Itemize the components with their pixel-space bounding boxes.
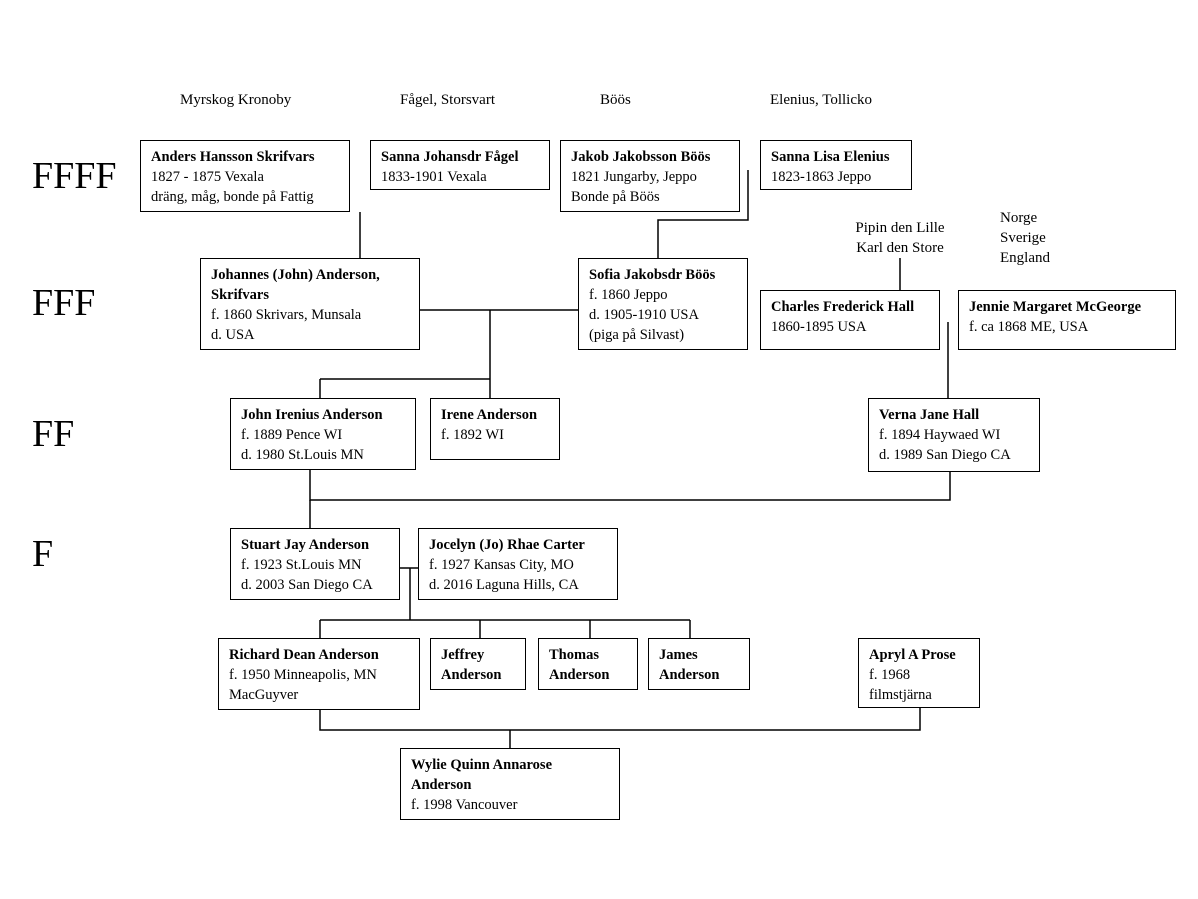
person-detail: (piga på Silvast): [589, 327, 685, 343]
person-box-jennie: Jennie Margaret McGeorge f. ca 1868 ME, U…: [958, 290, 1176, 350]
person-name: Stuart Jay Anderson: [241, 537, 370, 553]
person-name: Jeffrey Anderson: [441, 647, 502, 683]
origin-label: Myrskog Kronoby: [180, 92, 292, 108]
person-name: Sanna Johansdr Fågel: [381, 149, 519, 165]
note-line: Pipin den Lille: [855, 220, 945, 236]
note-line: Karl den Store: [856, 240, 944, 256]
generation-label: FFF: [32, 282, 96, 324]
person-box-jocelyn: Jocelyn (Jo) Rhae Carter f. 1927 Kansas C…: [418, 528, 618, 600]
person-detail: d. 2016 Laguna Hills, CA: [429, 577, 579, 593]
origin-label: Elenius, Tollicko: [770, 92, 872, 108]
person-detail: 1821 Jungarby, Jeppo: [571, 169, 697, 185]
person-box-richard: Richard Dean Anderson f. 1950 Minneapolis…: [218, 638, 420, 710]
note-line: Norge: [1000, 210, 1038, 226]
person-name: Sanna Lisa Elenius: [771, 149, 890, 165]
generation-label: FFFF: [32, 155, 117, 197]
person-name: Anders Hansson Skrifvars: [151, 149, 315, 165]
person-box-james: James Anderson: [648, 638, 750, 690]
connector-jakob-sanna-to-sofia: [657, 170, 749, 258]
person-detail: d. 1980 St.Louis MN: [241, 447, 364, 463]
person-box-charles: Charles Frederick Hall 1860-1895 USA: [760, 290, 940, 350]
person-detail: 1827 - 1875 Vexala: [151, 169, 264, 185]
person-detail: 1833-1901 Vexala: [381, 169, 487, 185]
person-detail: Bonde på Böös: [571, 189, 660, 205]
person-name: Jennie Margaret McGeorge: [969, 299, 1142, 315]
person-name: Jocelyn (Jo) Rhae Carter: [429, 537, 585, 553]
person-detail: f. 1860 Jeppo: [589, 287, 668, 303]
person-detail: dräng, måg, bonde på Fattig: [151, 189, 314, 205]
connector-johannes-sofia-to-children: [319, 310, 491, 398]
person-box-wylie: Wylie Quinn Annarose Anderson f. 1998 Van…: [400, 748, 620, 820]
person-box-jeffrey: Jeffrey Anderson: [430, 638, 526, 690]
person-detail: d. USA: [211, 327, 255, 343]
note-line: England: [1000, 250, 1050, 266]
person-detail: f. 1860 Skrivars, Munsala: [211, 307, 362, 323]
person-box-john-i: John Irenius Anderson f. 1889 Pence WI d. …: [230, 398, 416, 470]
person-detail: f. 1927 Kansas City, MO: [429, 557, 574, 573]
person-name: Apryl A Prose: [869, 647, 956, 663]
person-detail: d. 1989 San Diego CA: [879, 447, 1011, 463]
connector-john-verna: [309, 462, 951, 501]
countries-note: Norge Sverige England: [1000, 208, 1050, 268]
origin-label: Böös: [600, 92, 631, 108]
person-detail: f. 1923 St.Louis MN: [241, 557, 362, 573]
person-box-irene: Irene Anderson f. 1892 WI: [430, 398, 560, 460]
person-detail: d. 2003 San Diego CA: [241, 577, 373, 593]
person-detail: MacGuyver: [229, 687, 299, 703]
person-name: John Irenius Anderson: [241, 407, 383, 423]
origin-label: Fågel, Storsvart: [400, 92, 495, 108]
person-box-thomas: Thomas Anderson: [538, 638, 638, 690]
person-box-johannes: Johannes (John) Anderson, Skrifvars f. 18…: [200, 258, 420, 350]
person-name: James Anderson: [659, 647, 720, 683]
person-name: Richard Dean Anderson: [229, 647, 379, 663]
connector-stuart-jocelyn-to-children: [319, 568, 691, 638]
person-name: Johannes (John) Anderson, Skrifvars: [211, 267, 380, 303]
person-detail: f. 1968: [869, 667, 911, 683]
person-detail: 1823-1863 Jeppo: [771, 169, 872, 185]
person-box-anders: Anders Hansson Skrifvars 1827 - 1875 Vexa…: [140, 140, 350, 212]
person-name: Wylie Quinn Annarose Anderson: [411, 757, 553, 793]
person-name: Thomas Anderson: [549, 647, 610, 683]
person-name: Jakob Jakobsson Böös: [571, 149, 711, 165]
person-detail: 1860-1895 USA: [771, 319, 867, 335]
royals-note: Pipin den Lille Karl den Store: [855, 218, 945, 258]
person-box-sofia: Sofia Jakobsdr Böös f. 1860 Jeppo d. 1905-…: [578, 258, 748, 350]
person-detail: d. 1905-1910 USA: [589, 307, 699, 323]
person-box-apryl: Apryl A Prose f. 1968 filmstjärna: [858, 638, 980, 708]
person-detail: f. 1889 Pence WI: [241, 427, 343, 443]
person-box-sanna-e: Sanna Lisa Elenius 1823-1863 Jeppo: [760, 140, 912, 190]
person-detail: filmstjärna: [869, 687, 932, 703]
generation-label: FF: [32, 413, 75, 455]
person-detail: f. 1892 WI: [441, 427, 504, 443]
person-detail: f. 1998 Vancouver: [411, 797, 518, 813]
person-detail: f. ca 1868 ME, USA: [969, 319, 1089, 335]
person-box-sanna-f: Sanna Johansdr Fågel 1833-1901 Vexala: [370, 140, 550, 190]
person-box-jakob: Jakob Jakobsson Böös 1821 Jungarby, Jeppo…: [560, 140, 740, 212]
person-box-verna: Verna Jane Hall f. 1894 Haywaed WI d. 1989…: [868, 398, 1040, 472]
person-name: Verna Jane Hall: [879, 407, 980, 423]
person-detail: f. 1894 Haywaed WI: [879, 427, 1001, 443]
person-box-stuart: Stuart Jay Anderson f. 1923 St.Louis MN d.…: [230, 528, 400, 600]
note-line: Sverige: [1000, 230, 1046, 246]
person-name: Charles Frederick Hall: [771, 299, 915, 315]
person-name: Irene Anderson: [441, 407, 538, 423]
person-name: Sofia Jakobsdr Böös: [589, 267, 716, 283]
person-detail: f. 1950 Minneapolis, MN: [229, 667, 377, 683]
connector-richard-apryl-to-wylie: [319, 708, 921, 748]
generation-label: F: [32, 533, 54, 575]
